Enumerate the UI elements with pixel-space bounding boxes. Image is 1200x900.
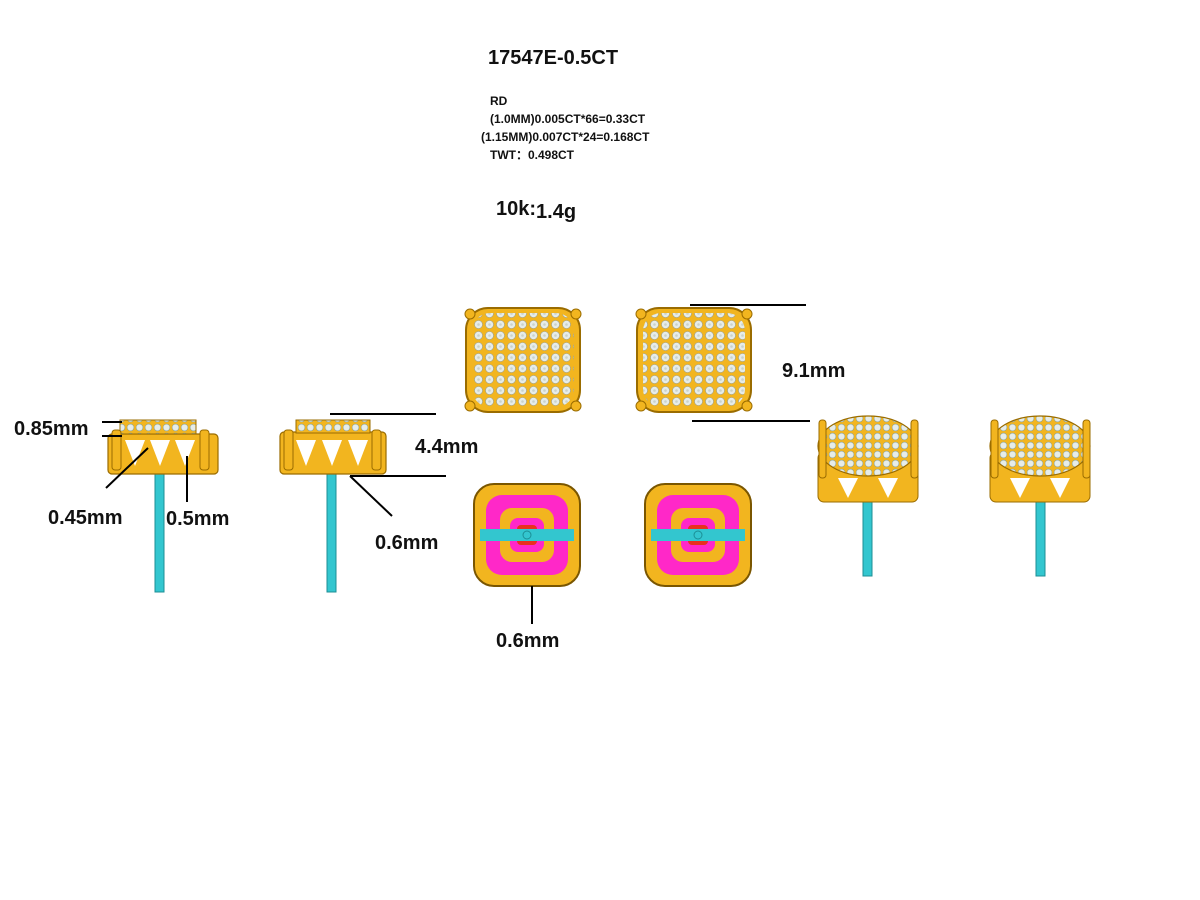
side-view-left <box>107 419 219 593</box>
prong-tip <box>741 308 753 320</box>
pave-top <box>295 419 371 434</box>
dimension-label: 0.45mm <box>48 507 123 529</box>
earring-post <box>326 464 337 593</box>
dimension-label: 4.4mm <box>415 436 479 458</box>
prong-tip <box>464 400 476 412</box>
prong <box>818 419 827 479</box>
side-view-center <box>279 419 387 593</box>
prong <box>283 429 294 471</box>
dimension-label: 0.85mm <box>14 418 89 440</box>
dimension-label: 0.5mm <box>166 508 230 530</box>
stone-spec-line: (1.0MM)0.005CT*66=0.33CT <box>490 112 646 126</box>
pave-cluster <box>643 313 745 407</box>
gallery-cutout <box>150 440 170 466</box>
pave-halo <box>817 415 919 477</box>
perspective-view-right <box>989 415 1091 577</box>
leader-line <box>105 447 149 489</box>
stone-type: RD <box>490 94 508 108</box>
post-base <box>693 530 703 540</box>
dimension-label: 0.6mm <box>496 630 560 652</box>
prong <box>910 419 919 479</box>
gallery-cutout <box>175 440 195 466</box>
perspective-view-left <box>817 415 919 577</box>
top-view-left <box>464 307 582 413</box>
metal-label: 10k: <box>496 198 537 220</box>
gallery-cutout <box>125 440 145 466</box>
bottom-view-right <box>644 483 752 587</box>
gallery-cutout <box>296 440 316 466</box>
leader-line <box>349 475 393 517</box>
prong-tip <box>464 308 476 320</box>
pave-cluster <box>472 313 574 407</box>
prong-tip <box>570 400 582 412</box>
pave-halo <box>989 415 1091 477</box>
top-view-right <box>635 307 753 413</box>
prong <box>1082 419 1091 479</box>
prong <box>199 429 210 471</box>
total-weight-line: TWT：0.498CT <box>490 148 575 162</box>
earring-post <box>1035 489 1046 577</box>
prong-tip <box>635 308 647 320</box>
stone-spec-line: (1.15MM)0.007CT*24=0.168CT <box>481 130 650 144</box>
gallery-cutout <box>838 478 858 498</box>
dimension-label: 0.6mm <box>375 532 439 554</box>
prong <box>111 429 122 471</box>
dimension-lines <box>102 304 810 624</box>
pave-top <box>119 419 197 435</box>
prong <box>990 419 999 479</box>
gallery-cutout <box>1050 478 1070 498</box>
post-base <box>522 530 532 540</box>
gallery-cutout <box>348 440 368 466</box>
metal-weight: 10k:1.4g <box>496 198 577 223</box>
design-title: 17547E-0.5CT <box>488 47 619 69</box>
prong-tip <box>570 308 582 320</box>
earring-post <box>154 464 165 593</box>
earring-post <box>862 489 873 577</box>
dimension-label: 9.1mm <box>782 360 846 382</box>
gallery-cutout <box>322 440 342 466</box>
prong <box>371 429 382 471</box>
metal-weight-value: 1.4g <box>536 201 577 223</box>
gallery-cutout <box>1010 478 1030 498</box>
prong-tip <box>635 400 647 412</box>
gallery-cutout <box>878 478 898 498</box>
prong-tip <box>741 400 753 412</box>
bottom-view-left <box>473 483 581 587</box>
